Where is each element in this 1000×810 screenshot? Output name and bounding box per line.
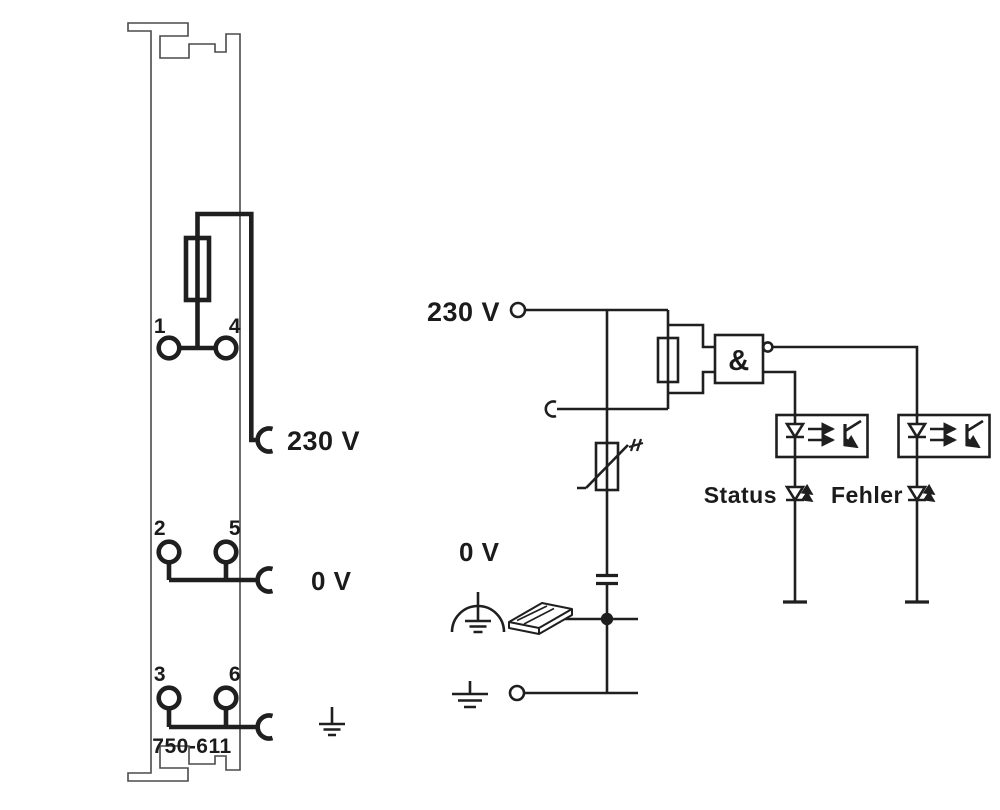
error-label: Fehler	[831, 482, 903, 508]
earth-symbol	[452, 681, 488, 709]
fuse-tap-top	[668, 323, 715, 349]
wire-230v	[195, 211, 259, 443]
and-gate: &	[713, 333, 774, 385]
and-gate-label: &	[728, 345, 749, 377]
varistor-mark-icon	[628, 438, 644, 452]
bus-module: 1 4 2 5 3 6 230 V 0 V 750-611	[127, 22, 360, 782]
module-circuit	[156, 211, 345, 741]
led-emission-icon	[922, 490, 936, 502]
wire-earth	[166, 698, 259, 730]
terminal-3	[156, 685, 182, 711]
led-emission-icon	[800, 490, 814, 502]
varistor-symbol	[577, 438, 644, 492]
terminal-6-label: 6	[229, 663, 241, 686]
socket-connector-input	[544, 400, 557, 418]
terminal-6	[213, 685, 239, 711]
status-label: Status	[704, 482, 777, 508]
fuse-tap-bottom	[668, 370, 715, 395]
socket-connector-0v	[255, 566, 274, 594]
led-symbol	[784, 485, 806, 503]
status-led	[783, 483, 814, 604]
din-rail-symbol	[508, 602, 573, 635]
terminal-1-label: 1	[154, 315, 166, 338]
capacitor-symbol	[596, 573, 618, 586]
wire-status-branch	[763, 370, 797, 602]
error-optocoupler	[897, 413, 991, 459]
error-led	[905, 483, 936, 604]
module-0v-label: 0 V	[311, 566, 352, 596]
terminal-2	[156, 539, 182, 565]
functional-earth-symbol	[450, 592, 506, 634]
input-terminal-230v	[509, 301, 527, 319]
terminal-4	[213, 335, 239, 361]
earth-symbol	[319, 707, 345, 737]
terminal-4-label: 4	[229, 315, 241, 338]
led-emission-icon	[800, 483, 814, 495]
module-230v-label: 230 V	[287, 426, 360, 456]
inverter-bubble-icon	[761, 341, 774, 353]
fuse-symbol	[656, 336, 680, 384]
fuse-symbol	[183, 235, 212, 303]
led-symbol	[906, 485, 928, 503]
schematic-0v-label: 0 V	[459, 537, 500, 567]
led-emission-icon	[922, 483, 936, 495]
terminal-3-label: 3	[154, 663, 166, 686]
wire-error-branch	[772, 345, 919, 602]
status-optocoupler	[775, 413, 869, 459]
terminal-5	[213, 539, 239, 565]
input-terminal-earth	[508, 684, 526, 702]
terminal-2-label: 2	[154, 517, 166, 540]
terminal-5-label: 5	[229, 517, 241, 540]
diode-icon	[906, 422, 928, 440]
schematic: &	[427, 297, 991, 709]
diode-icon	[784, 422, 806, 440]
module-outline	[127, 22, 241, 782]
socket-connector-earth	[255, 713, 274, 741]
wire-0v	[166, 552, 259, 583]
schematic-230v-label: 230 V	[427, 297, 500, 327]
socket-connector-230v	[255, 426, 274, 454]
part-number: 750-611	[152, 735, 231, 758]
terminal-1	[156, 335, 182, 361]
